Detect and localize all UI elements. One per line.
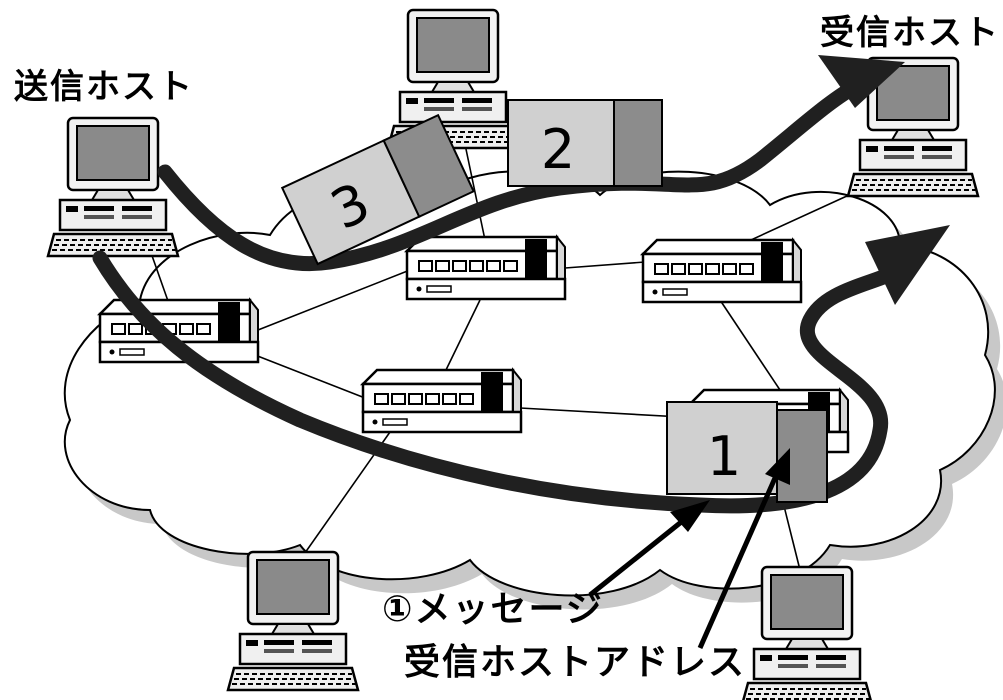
top-center-computer <box>386 8 520 150</box>
router-top-center <box>405 235 567 301</box>
message-pointer-arrow <box>588 500 710 597</box>
router-center <box>361 368 523 434</box>
lower-route-arrow <box>92 225 950 514</box>
sending-host-computer <box>46 116 180 258</box>
upper-route-arrow <box>157 55 905 272</box>
sending-host-label: 送信ホスト <box>14 67 194 107</box>
packet-3: 3 <box>280 113 475 266</box>
packet-1-number: 1 <box>707 425 741 488</box>
bottom-right-computer <box>740 565 874 700</box>
receiving-host-label: 受信ホスト <box>820 13 1000 53</box>
packet-1: 1 <box>666 401 828 503</box>
packet-2-number: 2 <box>541 118 575 181</box>
receiving-host-address-label: 受信ホストアドレス <box>404 642 747 683</box>
address-pointer-arrow <box>697 448 790 650</box>
packet-2: 2 <box>507 99 663 187</box>
message-label: ①メッセージ <box>382 589 604 630</box>
bottom-left-computer <box>226 550 360 692</box>
router-top-right <box>641 238 803 304</box>
